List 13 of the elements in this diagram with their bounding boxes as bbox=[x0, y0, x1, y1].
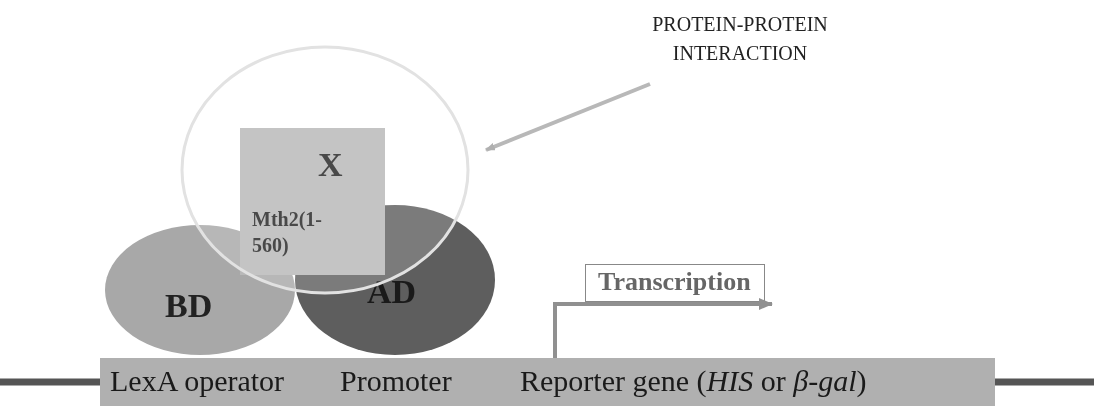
dna-region-label: Reporter gene (HIS or β-gal) bbox=[520, 364, 867, 398]
transcription-box bbox=[585, 264, 765, 302]
dna-region-label: Promoter bbox=[340, 364, 452, 398]
arrow bbox=[553, 298, 773, 358]
protein-box bbox=[240, 128, 385, 275]
domain-label: BD bbox=[165, 287, 213, 325]
protein-label: X bbox=[318, 146, 343, 184]
interaction-label: PROTEIN-PROTEIN INTERACTION bbox=[651, 12, 829, 66]
dna-region-label: LexA operator bbox=[110, 364, 285, 398]
transcription-label: Transcription bbox=[598, 267, 751, 297]
domain-label: AD bbox=[367, 273, 417, 311]
arrow bbox=[485, 82, 651, 152]
protein-name: Mth2(1-560) bbox=[252, 207, 323, 258]
